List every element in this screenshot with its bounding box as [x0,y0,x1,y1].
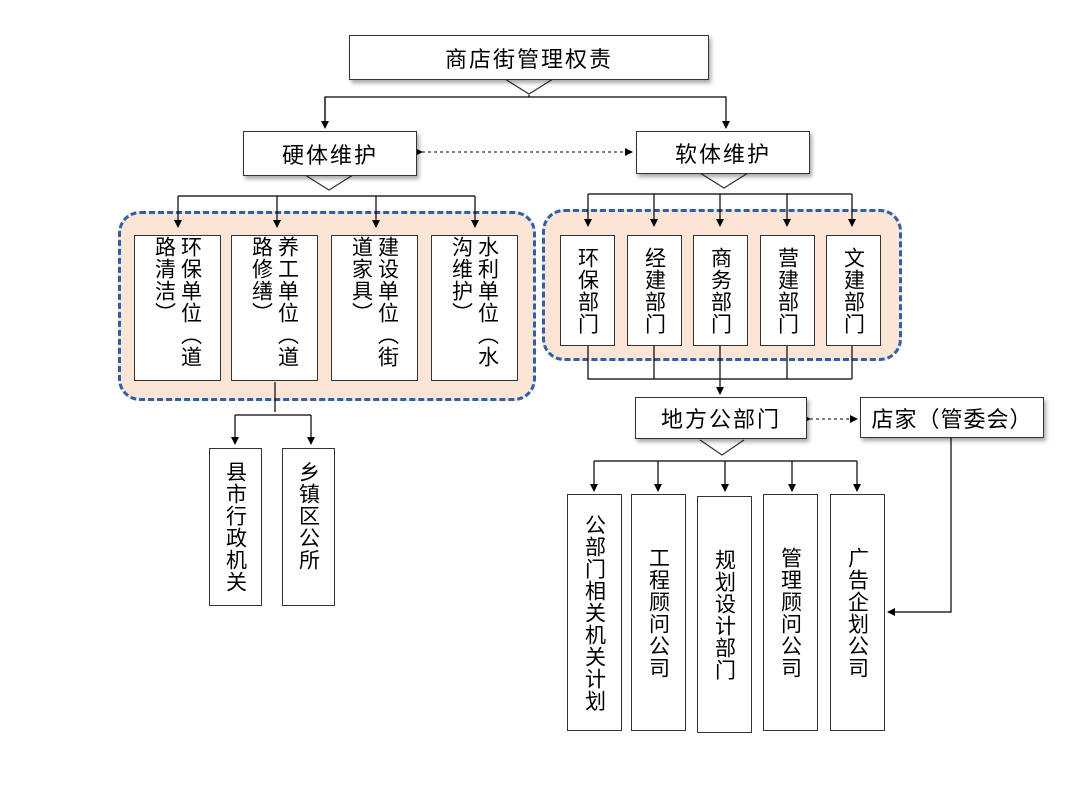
bottom-label: 管理顾问公司 [778,546,803,679]
hard-unit-construction: 建设单位（街道家具） [331,235,418,381]
hard-unit-label: 建设单位（街道家具） [349,236,400,368]
township-office-box: 乡镇区公所 [282,448,335,606]
management-consultant-box: 管理顾问公司 [763,494,818,731]
hard-unit-label: 环保单位（道路清洁） [152,236,203,368]
soft-dept-label: 文建部门 [841,246,866,335]
soft-dept-commerce: 商务部门 [693,235,748,346]
bottom-label: 公部门相关机关计划 [582,513,607,712]
hard-unit-environment: 环保单位（道路清洁） [134,235,221,381]
hard-unit-water: 水利单位（水沟维护） [431,235,518,381]
bottom-label: 规划设计部门 [712,548,737,681]
township-office-label: 乡镇区公所 [296,461,321,571]
planning-design-box: 规划设计部门 [697,496,752,733]
soft-maintenance-box: 软体维护 [636,131,810,174]
county-government-label: 县市行政机关 [223,461,248,593]
engineering-consultant-box: 工程顾问公司 [631,494,686,731]
soft-dept-culture: 文建部门 [826,235,881,346]
hard-maintenance-label: 硬体维护 [281,143,378,169]
county-government-box: 县市行政机关 [209,448,262,606]
local-public-dept-box: 地方公部门 [635,397,807,439]
shop-committee-box: 店家（管委会） [860,397,1044,438]
soft-maintenance-label: 软体维护 [674,142,771,168]
soft-dept-label: 营建部门 [775,246,800,335]
soft-dept-label: 经建部门 [642,246,667,335]
shop-committee-label: 店家（管委会） [871,407,1033,433]
title-label: 商店街管理权责 [444,47,613,73]
hard-maintenance-box: 硬体维护 [243,131,417,176]
title-box: 商店街管理权责 [349,35,709,80]
soft-dept-label: 商务部门 [708,246,733,335]
advertising-company-box: 广告企划公司 [830,494,885,731]
soft-dept-economic: 经建部门 [627,235,682,346]
soft-dept-construction: 营建部门 [760,235,815,346]
bottom-label: 工程顾问公司 [646,546,671,679]
soft-dept-environment: 环保部门 [560,235,615,346]
public-agency-plan-box: 公部门相关机关计划 [567,494,622,731]
local-public-dept-label: 地方公部门 [660,408,781,433]
hard-unit-road-repair: 养工单位（道路修缮） [231,235,318,381]
soft-dept-label: 环保部门 [575,246,600,335]
bottom-label: 广告企划公司 [845,546,870,679]
hard-unit-label: 水利单位（水沟维护） [449,236,500,368]
hard-unit-label: 养工单位（道路修缮） [249,236,300,368]
